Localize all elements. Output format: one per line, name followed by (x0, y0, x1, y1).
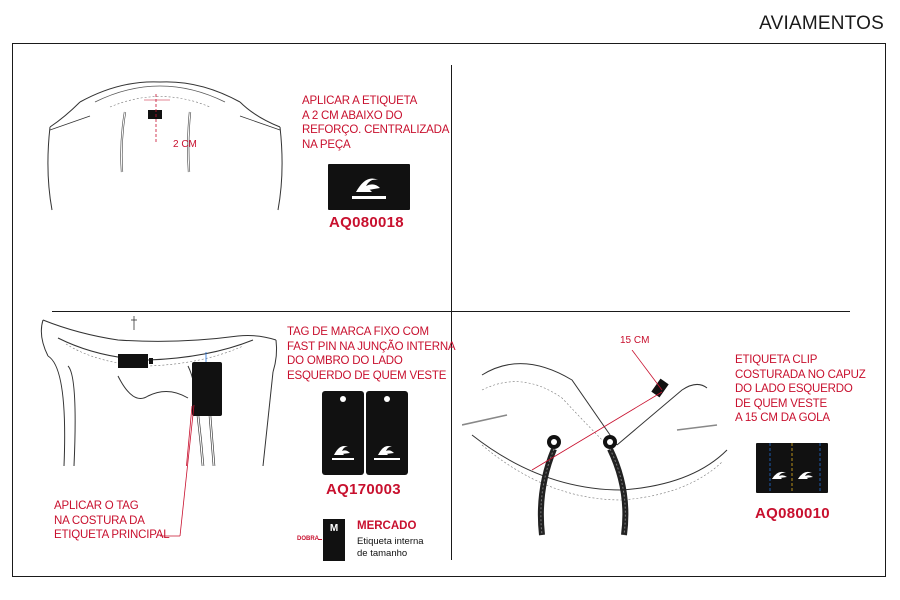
dimension-15cm: 15 CM (620, 335, 650, 346)
code-aq170003: AQ170003 (326, 481, 401, 498)
code-aq080010: AQ080010 (755, 505, 830, 522)
callout-leader-line (160, 404, 195, 537)
size-tag: M (323, 519, 345, 561)
instruction-bottom-left: TAG DE MARCA FIXO COM FAST PIN NA JUNÇÃO… (287, 326, 456, 382)
fold-text: DOBRA (297, 536, 319, 542)
hood-closeup-sketch (462, 350, 728, 536)
code-aq080018: AQ080018 (329, 214, 404, 231)
hoodie-front-sketch-top (47, 81, 283, 211)
fold-line (318, 539, 322, 540)
clip-label-swatch (756, 443, 828, 493)
page-title: AVIAMENTOS (759, 13, 884, 34)
wave-mountain-logo-icon (769, 443, 821, 493)
hoodie-back-sketch-bottom (40, 316, 278, 466)
instruction-bottom-right: ETIQUETA CLIP COSTURADA NO CAPUZ DO LADO… (735, 354, 866, 424)
callout-bottom-left: APLICAR O TAG NA COSTURA DA ETIQUETA PRI… (54, 500, 170, 541)
size-label-description: Etiqueta interna de tamanho (357, 536, 424, 559)
hang-tag-back (366, 391, 408, 475)
dimension-2cm: 2 CM (173, 139, 197, 150)
size-tag-value: M (329, 523, 339, 534)
panel-divider-horizontal (52, 311, 850, 312)
hang-tag-front (322, 391, 364, 475)
panel-divider-vertical (451, 65, 452, 560)
main-label-swatch (328, 164, 410, 210)
wave-mountain-logo-icon (332, 396, 354, 460)
wave-mountain-logo-icon (374, 396, 400, 460)
size-label-title: MERCADO (357, 520, 417, 532)
page-frame (12, 43, 886, 577)
wave-mountain-logo-icon (352, 178, 386, 199)
instruction-top-left: APLICAR A ETIQUETA A 2 CM ABAIXO DO REFO… (302, 95, 450, 151)
